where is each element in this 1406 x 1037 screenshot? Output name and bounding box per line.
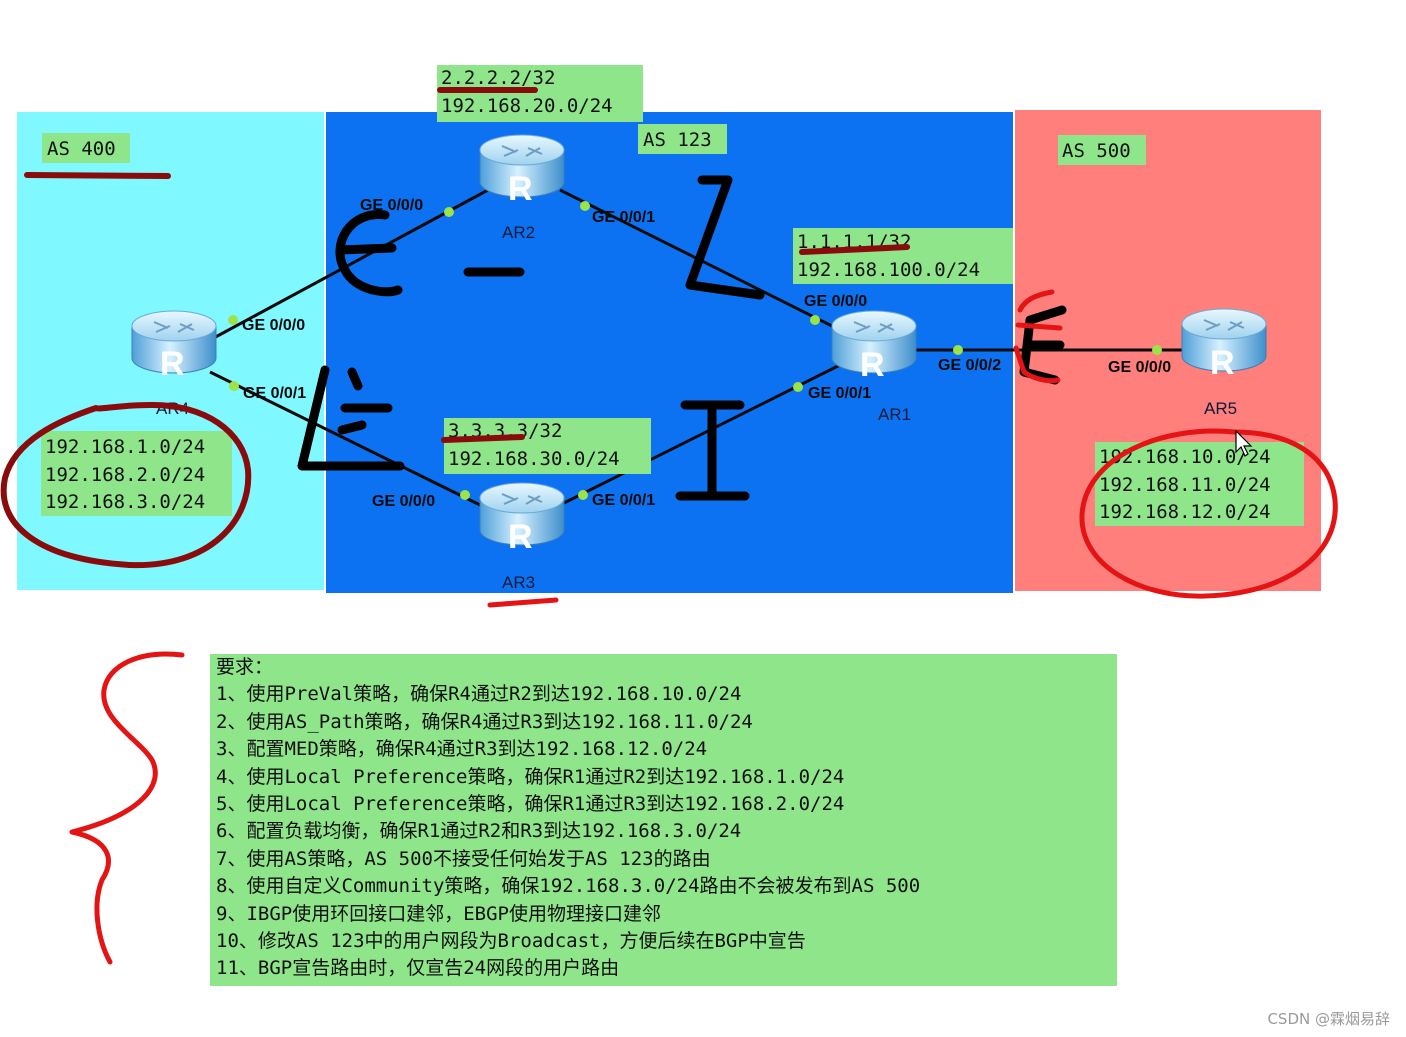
port-label: GE 0/0/1 bbox=[592, 492, 655, 509]
network-box-ar3: 3.3.3.3/32 192.168.30.0/24 bbox=[444, 418, 651, 474]
network-box-ar4: 192.168.1.0/24 192.168.2.0/24 192.168.3.… bbox=[41, 431, 232, 516]
router-ar2[interactable]: R AR2 bbox=[479, 134, 565, 242]
port-dot bbox=[228, 315, 238, 325]
port-dots bbox=[228, 201, 1162, 500]
requirement-item: 11、BGP宣告路由时，仅宣告24网段的用户路由 bbox=[216, 957, 620, 980]
router-glyph: R bbox=[508, 518, 533, 556]
as400-label: AS 400 bbox=[42, 133, 130, 163]
requirement-item: 6、配置负载均衡，确保R1通过R2和R3到达192.168.3.0/24 bbox=[216, 820, 742, 843]
network-entry: 192.168.12.0/24 bbox=[1099, 501, 1271, 523]
network-entry: 192.168.10.0/24 bbox=[1099, 446, 1271, 468]
network-entry: 192.168.100.0/24 bbox=[797, 259, 980, 281]
network-box-ar1: 1.1.1.1/32 192.168.100.0/24 bbox=[793, 228, 1013, 284]
requirement-item: 2、使用AS_Path策略，确保R4通过R3到达192.168.11.0/24 bbox=[216, 710, 753, 733]
network-entry: 192.168.1.0/24 bbox=[45, 436, 205, 458]
router-glyph: R bbox=[860, 346, 885, 384]
requirements-heading: 要求： bbox=[216, 656, 274, 678]
port-dot bbox=[580, 201, 590, 211]
port-label: GE 0/0/0 bbox=[1108, 359, 1171, 376]
svg-text:AS 500: AS 500 bbox=[1062, 140, 1131, 162]
port-dot bbox=[444, 207, 454, 217]
port-label: GE 0/0/1 bbox=[243, 385, 306, 402]
port-dot bbox=[793, 382, 803, 392]
router-glyph: R bbox=[160, 345, 185, 383]
router-glyph: R bbox=[1210, 344, 1235, 382]
port-label: GE 0/0/0 bbox=[242, 317, 305, 334]
requirement-item: 9、IBGP使用环回接口建邻，EBGP使用物理接口建邻 bbox=[216, 902, 661, 925]
requirement-item: 10、修改AS 123中的用户网段为Broadcast，方便后续在BGP中宣告 bbox=[216, 930, 806, 953]
handwritten-black-annotations bbox=[297, 175, 1067, 501]
link-ar4-ar3 bbox=[209, 370, 481, 507]
port-dot bbox=[953, 345, 963, 355]
network-entry: 192.168.30.0/24 bbox=[448, 448, 620, 470]
port-label: GE 0/0/2 bbox=[938, 357, 1001, 374]
requirement-item: 7、使用AS策略，AS 500不接受任何始发于AS 123的路由 bbox=[216, 847, 711, 870]
router-name-ar1: AR1 bbox=[878, 405, 911, 424]
port-dot bbox=[578, 490, 588, 500]
port-dot bbox=[1152, 345, 1162, 355]
network-entry: 192.168.11.0/24 bbox=[1099, 474, 1271, 496]
mouse-cursor-icon bbox=[1235, 429, 1253, 457]
requirements-panel: 要求： 1、使用PreVal策略，确保R4通过R2到达192.168.10.0/… bbox=[210, 654, 1117, 986]
handwritten-red-annotations bbox=[0, 87, 1338, 965]
as500-label: AS 500 bbox=[1058, 135, 1146, 165]
router-glyph: R bbox=[508, 170, 533, 208]
port-dot bbox=[810, 315, 820, 325]
network-box-ar5: 192.168.10.0/24 192.168.11.0/24 192.168.… bbox=[1095, 442, 1304, 526]
port-label: GE 0/0/1 bbox=[592, 209, 655, 226]
network-entry: 192.168.20.0/24 bbox=[441, 95, 613, 117]
port-label: GE 0/0/1 bbox=[808, 385, 871, 402]
network-entry: 2.2.2.2/32 bbox=[441, 67, 555, 89]
requirement-item: 8、使用自定义Community策略，确保192.168.3.0/24路由不会被… bbox=[216, 875, 921, 898]
router-ar5[interactable]: R AR5 bbox=[1181, 308, 1267, 418]
port-dot bbox=[229, 381, 239, 391]
watermark: CSDN @霖烟易辞 bbox=[1267, 1010, 1390, 1028]
router-name-ar5: AR5 bbox=[1204, 399, 1237, 418]
network-entry: 192.168.3.0/24 bbox=[45, 491, 205, 513]
network-entry: 192.168.2.0/24 bbox=[45, 464, 205, 486]
port-label: GE 0/0/0 bbox=[804, 293, 867, 310]
requirement-item: 1、使用PreVal策略，确保R4通过R2到达192.168.10.0/24 bbox=[216, 683, 742, 706]
as123-label: AS 123 bbox=[638, 124, 727, 154]
requirement-item: 3、配置MED策略，确保R4通过R3到达192.168.12.0/24 bbox=[216, 738, 708, 761]
router-name-ar3: AR3 bbox=[502, 573, 535, 592]
router-ar1[interactable]: R AR1 bbox=[831, 310, 917, 424]
port-label: GE 0/0/0 bbox=[360, 197, 423, 214]
svg-text:AS 123: AS 123 bbox=[643, 129, 712, 151]
router-ar3[interactable]: R AR3 bbox=[479, 482, 565, 592]
port-label: GE 0/0/0 bbox=[372, 493, 435, 510]
svg-text:AS 400: AS 400 bbox=[47, 138, 116, 160]
link-ar4-ar2 bbox=[209, 188, 489, 342]
requirement-item: 4、使用Local Preference策略，确保R1通过R2到达192.168… bbox=[216, 765, 845, 788]
router-name-ar2: AR2 bbox=[502, 223, 535, 242]
requirement-item: 5、使用Local Preference策略，确保R1通过R3到达192.168… bbox=[216, 793, 845, 816]
port-dot bbox=[460, 490, 470, 500]
network-box-ar2: 2.2.2.2/32 192.168.20.0/24 bbox=[437, 65, 643, 122]
